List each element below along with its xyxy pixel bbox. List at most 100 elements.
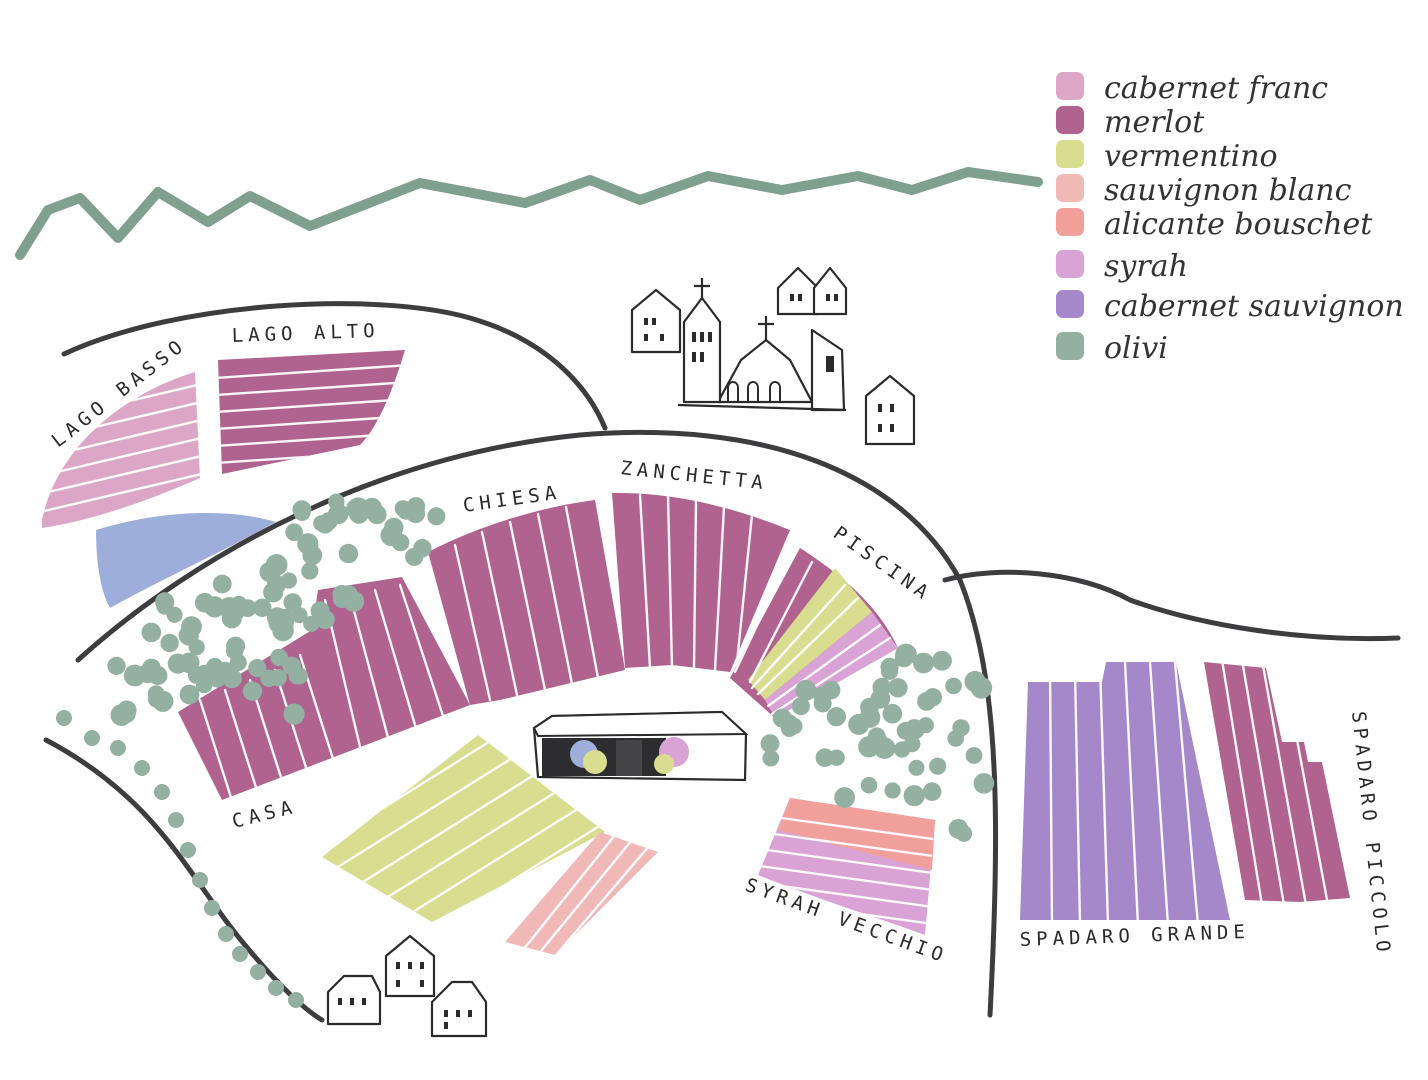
olive-tree-icon bbox=[283, 593, 302, 612]
olive-tree-icon bbox=[283, 703, 305, 725]
legend-item: alicante bouschet bbox=[1056, 207, 1373, 242]
olive-tree-icon bbox=[932, 650, 952, 671]
olive-tree-icon bbox=[259, 562, 280, 582]
label-lago-alto: LAGO ALTO bbox=[231, 320, 380, 347]
road-east bbox=[942, 569, 1401, 642]
legend-item: vermentino bbox=[1056, 139, 1278, 174]
legend-swatch bbox=[1056, 208, 1084, 236]
olive-tree-icon bbox=[226, 642, 244, 660]
olive-tree-icon bbox=[413, 539, 432, 558]
olive-tree-icon bbox=[791, 697, 810, 716]
olive-tree-icon bbox=[291, 667, 308, 685]
legend-label: olivi bbox=[1104, 331, 1168, 366]
barn-icon bbox=[532, 710, 749, 782]
olive-tree-icon bbox=[56, 710, 72, 726]
olive-tree-icon bbox=[154, 784, 170, 800]
olive-tree-icon bbox=[288, 992, 304, 1008]
olive-tree-icon bbox=[338, 543, 359, 564]
field-chiesa bbox=[428, 500, 625, 705]
olive-tree-icon bbox=[826, 707, 847, 727]
olive-tree-icon bbox=[118, 705, 136, 723]
olive-tree-icon bbox=[134, 760, 150, 776]
olive-tree-icon bbox=[194, 592, 215, 613]
olive-tree-icon bbox=[270, 648, 288, 667]
olive-tree-icon bbox=[867, 729, 887, 749]
olive-grove bbox=[56, 493, 995, 1008]
olive-tree-icon bbox=[762, 749, 780, 767]
olive-tree-icon bbox=[302, 545, 323, 566]
olive-tree-icon bbox=[142, 658, 161, 678]
house-icon bbox=[776, 266, 848, 316]
legend-label: sauvignon blanc bbox=[1104, 173, 1352, 208]
house-icon bbox=[430, 980, 488, 1038]
olive-tree-icon bbox=[293, 504, 311, 521]
olive-tree-icon bbox=[110, 740, 126, 756]
field-spadaro-grande bbox=[1020, 662, 1230, 920]
olive-tree-icon bbox=[285, 523, 303, 541]
church-icon bbox=[677, 278, 847, 412]
label-spadaro-piccolo: SPADARO PICCOLO bbox=[1347, 710, 1395, 958]
legend-swatch bbox=[1056, 250, 1084, 278]
olive-tree-icon bbox=[187, 666, 206, 684]
olive-tree-icon bbox=[903, 735, 921, 753]
olive-tree-icon bbox=[903, 785, 925, 807]
field-syrah-vecchio bbox=[758, 798, 935, 935]
olive-tree-icon bbox=[882, 703, 903, 724]
legend-item: olivi bbox=[1056, 331, 1168, 366]
olive-tree-icon bbox=[301, 562, 319, 580]
olive-tree-icon bbox=[253, 598, 272, 617]
olive-tree-icon bbox=[303, 615, 320, 632]
legend-swatch bbox=[1056, 140, 1084, 168]
legend-label: merlot bbox=[1104, 105, 1205, 140]
olive-tree-icon bbox=[973, 773, 995, 794]
legend-item: cabernet franc bbox=[1056, 71, 1328, 106]
olive-tree-icon bbox=[180, 842, 196, 858]
olive-tree-icon bbox=[391, 533, 410, 552]
label-zanchetta: ZANCHETTA bbox=[619, 457, 768, 494]
lake bbox=[96, 512, 276, 608]
olive-tree-icon bbox=[945, 677, 962, 695]
olive-tree-icon bbox=[238, 599, 257, 617]
olive-tree-icon bbox=[181, 616, 202, 637]
olive-tree-icon bbox=[222, 668, 242, 689]
olive-tree-icon bbox=[267, 607, 288, 628]
mountain-ridge-icon bbox=[15, 167, 1043, 260]
olive-tree-icon bbox=[367, 504, 387, 525]
legend-swatch bbox=[1056, 290, 1084, 318]
olive-tree-icon bbox=[884, 782, 901, 799]
legend-item: cabernet sauvignon bbox=[1056, 289, 1404, 324]
legend-swatch bbox=[1056, 174, 1084, 202]
legend-item: sauvignon blanc bbox=[1056, 173, 1352, 208]
legend-item: merlot bbox=[1056, 105, 1205, 140]
olive-tree-icon bbox=[310, 601, 330, 621]
olive-tree-icon bbox=[319, 512, 338, 531]
field-lago-alto bbox=[218, 350, 405, 474]
olive-tree-icon bbox=[218, 926, 234, 942]
olive-tree-icon bbox=[955, 825, 973, 842]
olive-tree-icon bbox=[332, 589, 352, 609]
house-icon bbox=[864, 374, 916, 446]
olive-tree-icon bbox=[427, 507, 446, 526]
legend: cabernet franc merlot vermentino sauvign… bbox=[1056, 71, 1404, 366]
label-casa: CASA bbox=[230, 796, 299, 833]
olive-tree-icon bbox=[913, 652, 934, 674]
olive-tree-icon bbox=[141, 622, 162, 643]
olive-tree-icon bbox=[280, 572, 297, 589]
olive-tree-icon bbox=[965, 747, 983, 764]
olive-tree-icon bbox=[813, 694, 832, 713]
olive-tree-icon bbox=[168, 812, 184, 828]
olive-tree-icon bbox=[242, 681, 263, 701]
olive-tree-icon bbox=[922, 782, 942, 801]
olive-tree-icon bbox=[263, 582, 284, 603]
olive-tree-icon bbox=[785, 717, 803, 735]
olive-tree-icon bbox=[880, 662, 899, 680]
legend-label: cabernet franc bbox=[1104, 71, 1328, 106]
olive-tree-icon bbox=[160, 633, 179, 653]
olive-tree-icon bbox=[260, 669, 278, 687]
olive-tree-icon bbox=[221, 608, 242, 629]
legend-item: syrah bbox=[1056, 249, 1188, 284]
olive-tree-icon bbox=[192, 872, 208, 888]
olive-tree-icon bbox=[248, 659, 267, 678]
olive-tree-icon bbox=[929, 757, 947, 775]
